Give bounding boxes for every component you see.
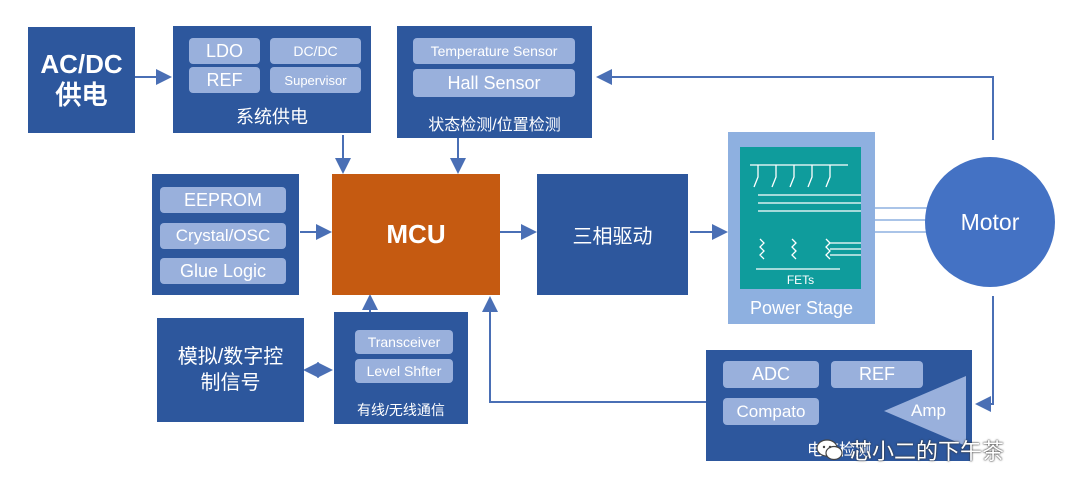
peripheral-block: EEPROM Crystal/OSC Glue Logic xyxy=(152,174,299,295)
current-detection-block: ADC REF Compato Amp 电流检测 xyxy=(706,350,972,461)
amp-triangle-icon xyxy=(884,376,966,446)
level-shifter-item: Level Shfter xyxy=(355,359,453,383)
fets-schematic xyxy=(750,164,861,270)
adc-item: ADC xyxy=(723,361,819,388)
ldo-item: LDO xyxy=(189,38,260,64)
supervisor-item: Supervisor xyxy=(270,67,361,93)
three-phase-driver-block: 三相驱动 xyxy=(537,174,688,295)
eeprom-item: EEPROM xyxy=(160,187,286,213)
sensor-caption: 状态检测/位置检测 xyxy=(428,117,561,134)
sensor-block: Temperature Sensor Hall Sensor 状态检测/位置检测 xyxy=(397,26,592,138)
arrow-current-to-mcu xyxy=(482,296,706,403)
dcdc-item: DC/DC xyxy=(270,38,361,64)
ref-item: REF xyxy=(189,67,260,93)
power-stage-caption: Power Stage xyxy=(749,298,854,318)
arrow-motor-to-sensor xyxy=(596,69,994,140)
motor-circle: Motor xyxy=(925,157,1055,287)
power-stage-block: FETs Power Stage xyxy=(728,132,875,324)
system-power-block: LDO DC/DC REF Supervisor 系统供电 xyxy=(173,26,371,133)
arrow-motor-to-current xyxy=(975,296,994,412)
fets-label: FETs xyxy=(786,273,815,287)
temperature-sensor-item: Temperature Sensor xyxy=(413,38,575,64)
hall-sensor-item: Hall Sensor xyxy=(413,69,575,97)
current-ref-item: REF xyxy=(831,361,923,388)
fets-panel: FETs xyxy=(740,147,861,289)
transceiver-item: Transceiver xyxy=(355,330,453,354)
crystal-osc-item: Crystal/OSC xyxy=(160,223,286,249)
wechat-icon xyxy=(816,439,843,461)
watermark: 芯小二的下午茶 xyxy=(816,434,1004,466)
amp-label: Amp xyxy=(911,401,946,420)
mcu-block: MCU xyxy=(332,174,500,295)
comparator-item: Compato xyxy=(723,398,819,425)
communication-caption: 有线/无线通信 xyxy=(357,402,445,418)
acdc-supply-block: AC/DC 供电 xyxy=(28,27,135,133)
glue-logic-item: Glue Logic xyxy=(160,258,286,284)
communication-block: Transceiver Level Shfter 有线/无线通信 xyxy=(334,312,468,424)
system-power-caption: 系统供电 xyxy=(236,107,308,127)
watermark-text: 芯小二的下午茶 xyxy=(850,440,1005,465)
analog-digital-control-block: 模拟/数字控 制信号 xyxy=(157,318,304,422)
